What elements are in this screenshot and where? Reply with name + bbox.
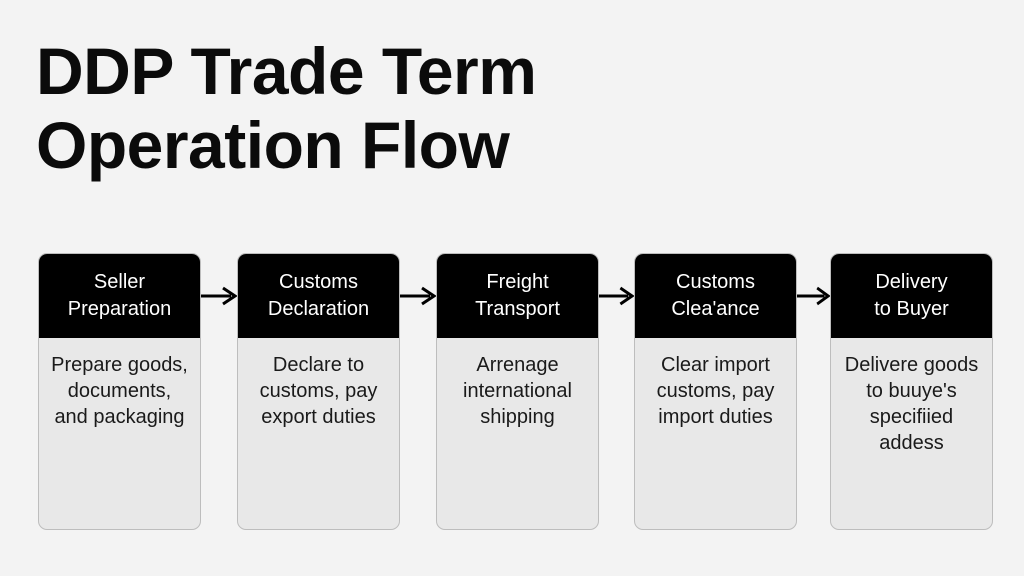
step-description: Clear import customs, pay import duties xyxy=(635,338,796,430)
page-title: DDP Trade Term Operation Flow xyxy=(36,34,537,182)
step-header-line: Preparation xyxy=(67,298,172,320)
title-line-1: DDP Trade Term xyxy=(36,34,537,108)
step-description-line: shipping xyxy=(480,406,555,428)
step-description-line: addess xyxy=(879,432,944,454)
step-header-line: Customs xyxy=(279,271,358,293)
step-description-line: to buuye's xyxy=(866,380,957,402)
step-description-line: Prepare goods, xyxy=(51,354,188,376)
step-description-line: Declare to xyxy=(272,354,365,376)
arrow-right-icon xyxy=(599,286,634,306)
step-description-line: Clear import xyxy=(661,354,770,376)
step-description-line: Delivere goods xyxy=(844,354,979,376)
step-description-line: import duties xyxy=(658,406,773,428)
step-header-line: Customs xyxy=(676,271,755,293)
arrow-right-icon xyxy=(201,286,237,306)
step-description-line: Arrenage xyxy=(476,354,559,376)
step-description-line: specifiied xyxy=(869,406,954,428)
step-description-line: customs, pay xyxy=(656,380,775,402)
step-description-line: export duties xyxy=(261,406,376,428)
arrow-right-icon xyxy=(400,286,436,306)
title-line-2: Operation Flow xyxy=(36,108,510,182)
step-header-line: Clea'ance xyxy=(671,298,760,320)
step-header-line: Declaration xyxy=(267,298,370,320)
step-header-line: Freight xyxy=(486,271,549,293)
step-description-line: documents, xyxy=(67,380,172,402)
step-description: Arrenage international shipping xyxy=(437,338,598,430)
step-description: Prepare goods, documents, and packaging xyxy=(39,338,200,430)
arrow-right-icon xyxy=(797,286,830,306)
step-header: Delivery to Buyer xyxy=(831,254,992,338)
step-header-line: Seller xyxy=(93,271,146,293)
step-description: Declare to customs, pay export duties xyxy=(238,338,399,430)
step-description: Delivere goods to buuye's specifiied addess xyxy=(831,338,992,456)
step-description-line: customs, pay xyxy=(259,380,378,402)
step-header-line: Transport xyxy=(475,298,560,320)
step-description-line: and packaging xyxy=(54,406,185,428)
step-header-line: to Buyer xyxy=(874,298,949,320)
step-description-line: international xyxy=(463,380,572,402)
step-header-line: Delivery xyxy=(875,271,948,293)
